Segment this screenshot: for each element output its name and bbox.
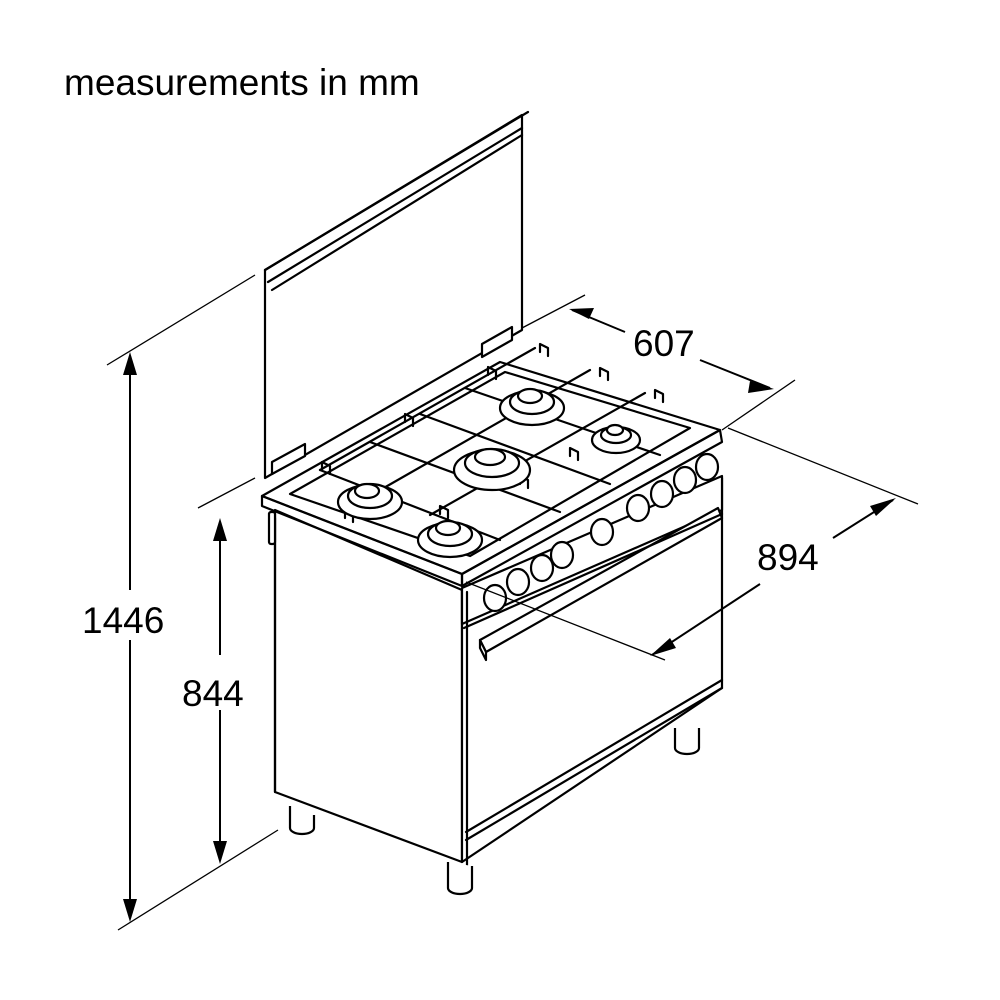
dimension-cooktop-height: 844 — [182, 477, 256, 864]
dimension-total-height: 1446 — [82, 274, 279, 931]
burner-front-left — [416, 519, 484, 559]
control-knobs — [482, 452, 720, 613]
burner-right-small — [590, 423, 642, 455]
dimension-width: 894 — [465, 427, 919, 661]
glass-lid — [263, 110, 530, 480]
adjustable-feet — [288, 728, 701, 896]
burner-rear-left — [336, 482, 404, 521]
dimension-depth: 607 — [521, 294, 796, 431]
dimension-depth-label: 607 — [633, 323, 695, 364]
oven-door-handle — [462, 506, 724, 662]
storage-drawer — [464, 678, 724, 842]
diagram-title: measurements in mm — [64, 62, 420, 103]
dimension-cooktop-height-label: 844 — [182, 673, 244, 714]
burner-rear-right — [498, 387, 566, 427]
burner-center-wok — [452, 447, 532, 492]
dimension-width-label: 894 — [757, 537, 819, 578]
dimension-total-height-label: 1446 — [82, 600, 164, 641]
